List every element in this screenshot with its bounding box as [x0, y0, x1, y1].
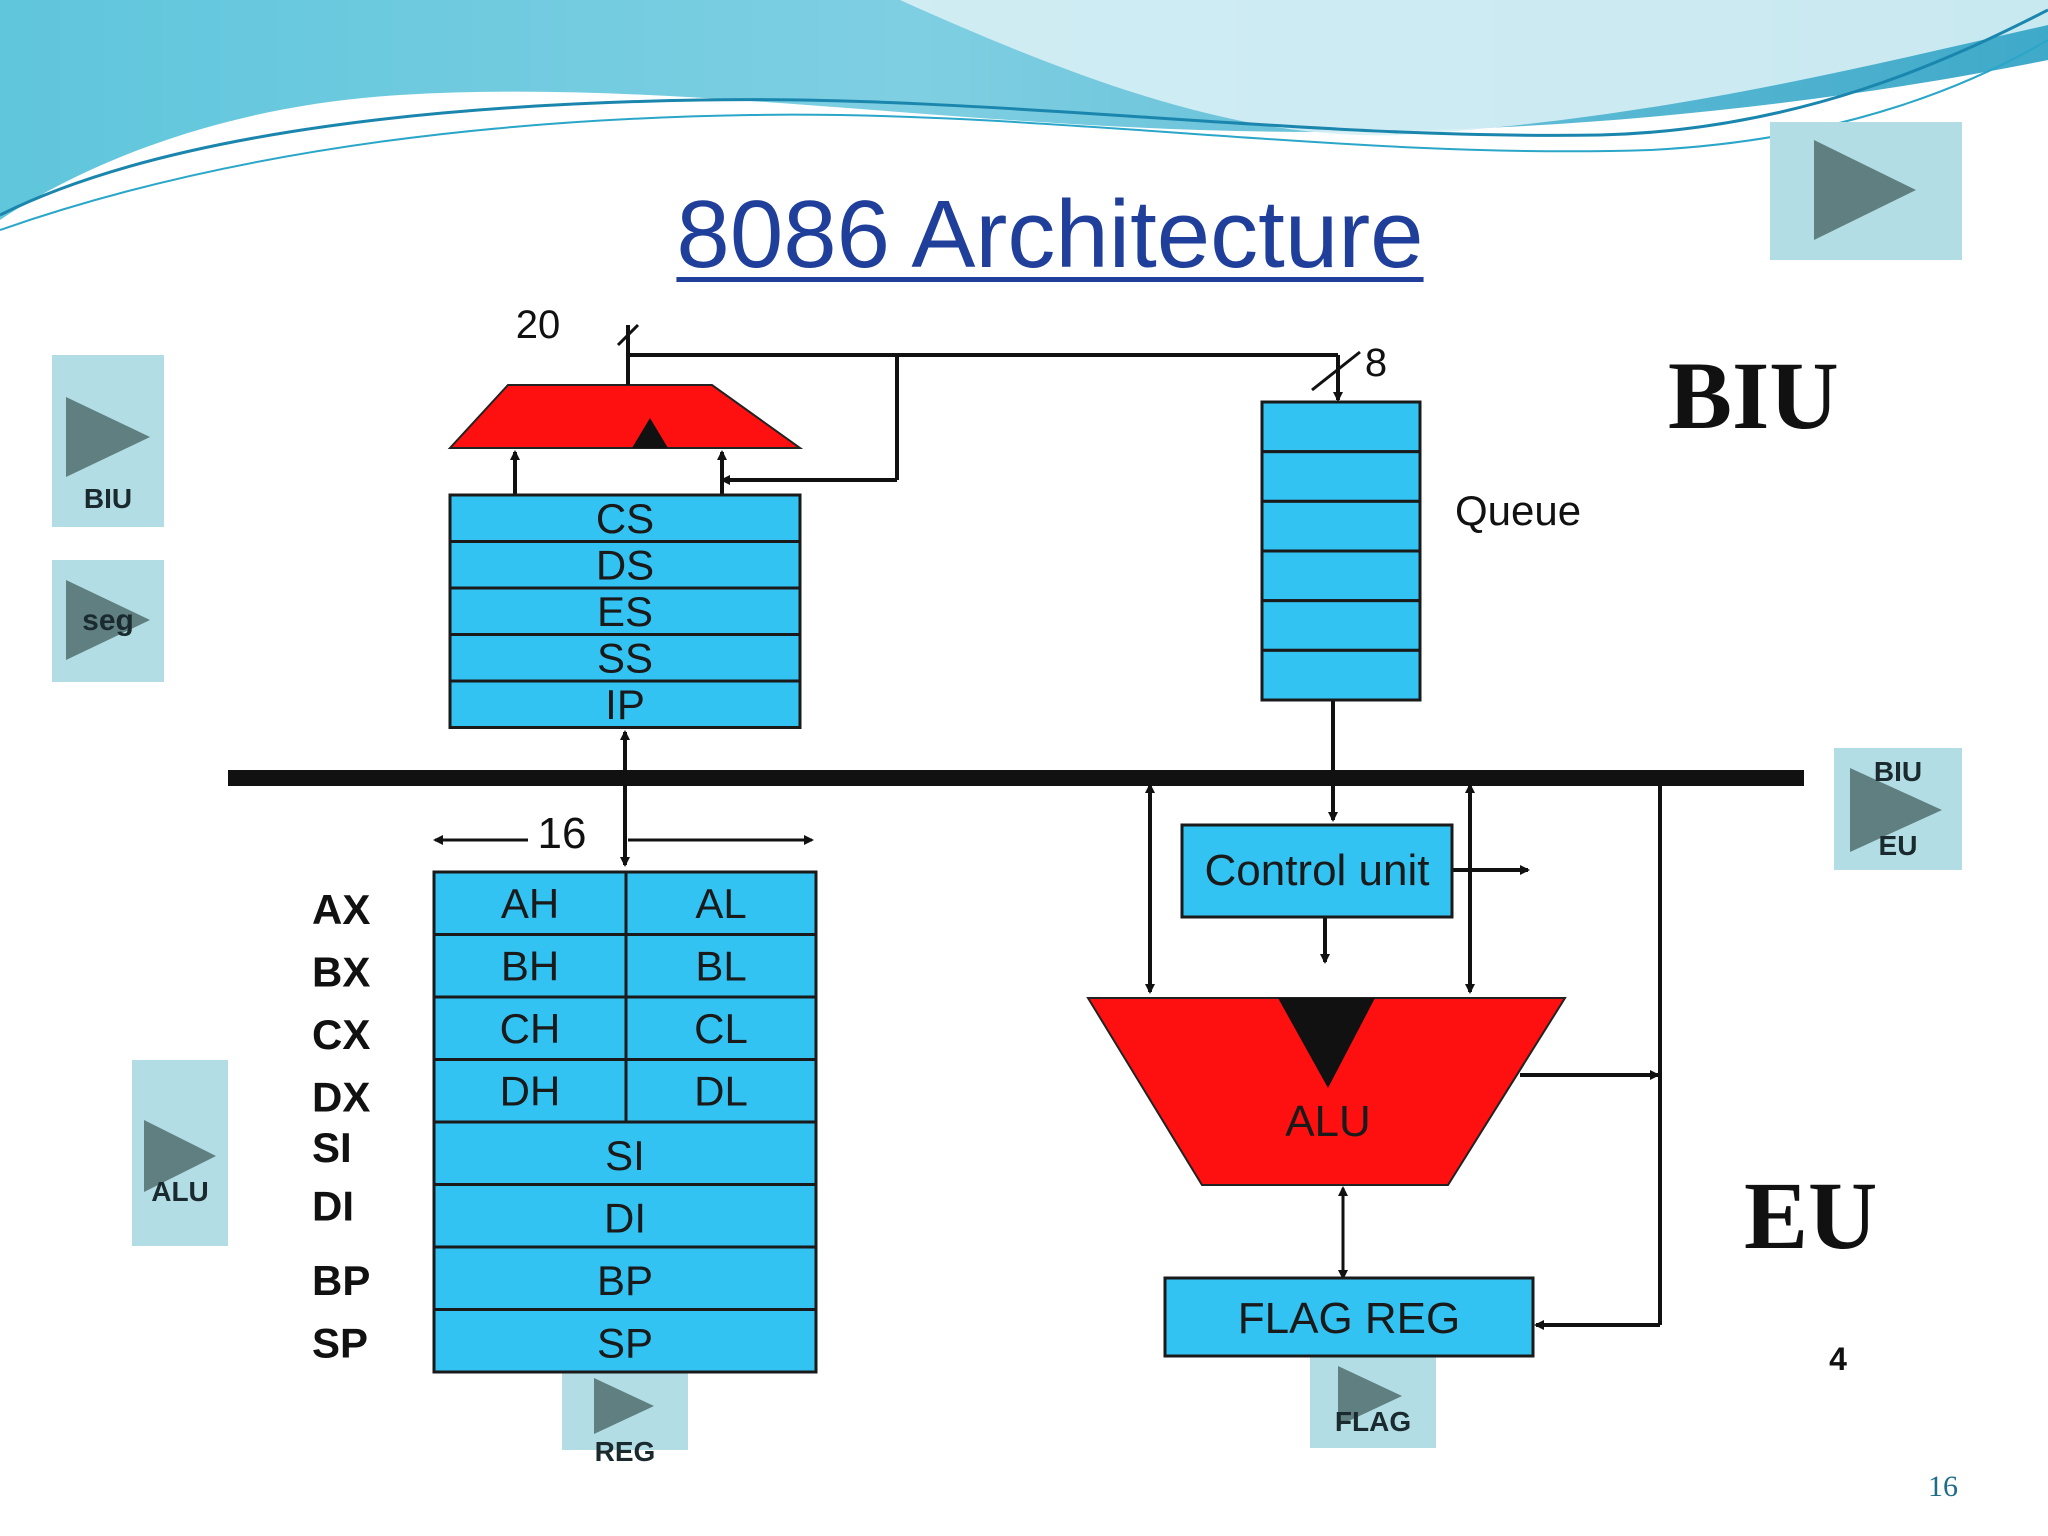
register-high-cell: [432, 870, 628, 936]
play-icon: [144, 1120, 216, 1192]
seg-link-label: seg: [82, 604, 134, 637]
alu-label: ALU: [1285, 1097, 1371, 1146]
register-low-cell: [624, 933, 818, 999]
biu-eu-link-button[interactable]: BIU EU: [1834, 748, 1962, 870]
segment-register-cell: [448, 633, 802, 683]
register-row-name: CX: [312, 1011, 370, 1058]
queue-slot: [1260, 599, 1422, 652]
biu-link-label: BIU: [83, 483, 133, 514]
play-icon: [66, 397, 150, 477]
register-low-label: CL: [694, 1005, 748, 1052]
register-high-label: AH: [501, 880, 559, 927]
register-low-label: AL: [695, 880, 746, 927]
bus-width-label: 16: [538, 809, 587, 858]
flag-reg-label: FLAG REG: [1238, 1294, 1461, 1343]
address-width-label: 20: [516, 303, 561, 347]
segment-register-cell: [448, 540, 802, 590]
segment-register-label: SS: [597, 635, 653, 682]
register-row-name: AX: [312, 886, 370, 933]
play-icon: [1850, 768, 1942, 852]
segment-register-label: CS: [596, 495, 654, 542]
page-title: 8086 Architecture: [676, 181, 1424, 288]
play-icon: [1338, 1366, 1402, 1426]
segment-register-label: DS: [596, 542, 654, 589]
segment-register-cell: [448, 493, 802, 543]
register-low-label: BL: [695, 943, 746, 990]
pointer-registers: SI SI DI DI BP BP SP SP: [312, 1120, 818, 1374]
reg-link-label: REG: [594, 1436, 656, 1467]
play-icon: [66, 580, 150, 660]
queue-slot: [1260, 549, 1422, 603]
reg-link-button[interactable]: REG: [562, 1372, 688, 1467]
seg-link-button[interactable]: seg: [52, 560, 164, 682]
register-low-label: DL: [694, 1068, 748, 1115]
queue-label: Queue: [1455, 487, 1581, 534]
pointer-register-label: SI: [605, 1132, 645, 1179]
alu-notch: [1278, 998, 1375, 1088]
control-unit-box: [1180, 823, 1454, 919]
play-icon: [1814, 140, 1916, 240]
register-low-cell: [624, 1058, 818, 1124]
alu-shape: [1086, 997, 1567, 1186]
biu-eu-top-label: BIU: [1873, 756, 1923, 787]
pointer-row-name: DI: [312, 1183, 354, 1230]
pointer-register-cell: [432, 1308, 818, 1374]
register-row-name: DX: [312, 1074, 370, 1121]
biu-link-button[interactable]: BIU: [52, 355, 164, 527]
queue-width-label: 8: [1365, 341, 1387, 385]
pointer-row-name: BP: [312, 1257, 370, 1304]
register-low-cell: [624, 995, 818, 1061]
pointer-row-name: SP: [312, 1320, 368, 1367]
register-high-label: DH: [500, 1068, 561, 1115]
alu-link-button[interactable]: ALU: [132, 1060, 228, 1246]
slide-number: 16: [1928, 1470, 1958, 1503]
register-high-label: CH: [500, 1005, 561, 1052]
segment-register-label: IP: [605, 681, 645, 728]
alu-link-label: ALU: [151, 1176, 209, 1207]
biu-heading: BIU: [1668, 342, 1839, 449]
control-unit-label: Control unit: [1204, 846, 1429, 895]
segment-register-cell: [448, 679, 802, 729]
eu-heading: EU: [1744, 1162, 1878, 1269]
queue-slot: [1260, 648, 1422, 702]
queue-width-tick: [1311, 350, 1361, 392]
pointer-register-label: SP: [597, 1320, 653, 1367]
general-registers: AH AL AX BH BL BX CH CL CX DH DL DX: [312, 870, 818, 1124]
queue-slot: [1260, 450, 1422, 503]
flag-reg-box: [1163, 1276, 1535, 1358]
pointer-register-label: BP: [597, 1257, 653, 1304]
instruction-queue: [1260, 400, 1422, 702]
register-high-label: BH: [501, 943, 559, 990]
flag-link-label: FLAG: [1334, 1406, 1412, 1437]
pointer-register-label: DI: [604, 1195, 646, 1242]
header-wave: [0, 0, 2048, 231]
pointer-row-name: SI: [312, 1124, 352, 1171]
biu-eu-bottom-label: EU: [1878, 830, 1918, 861]
flag-width-label: 4: [1829, 1341, 1847, 1377]
segment-register-label: ES: [597, 588, 653, 635]
queue-slot: [1260, 400, 1422, 454]
register-row-name: BX: [312, 949, 370, 996]
address-width-tick: [616, 323, 640, 347]
flag-link-button[interactable]: FLAG: [1310, 1356, 1436, 1448]
queue-slot: [1260, 499, 1422, 553]
next-slide-button[interactable]: [1770, 122, 1962, 260]
address-adder-notch: [632, 418, 668, 448]
pointer-register-cell: [432, 1183, 818, 1249]
address-adder: [447, 384, 804, 449]
play-icon: [594, 1378, 654, 1434]
